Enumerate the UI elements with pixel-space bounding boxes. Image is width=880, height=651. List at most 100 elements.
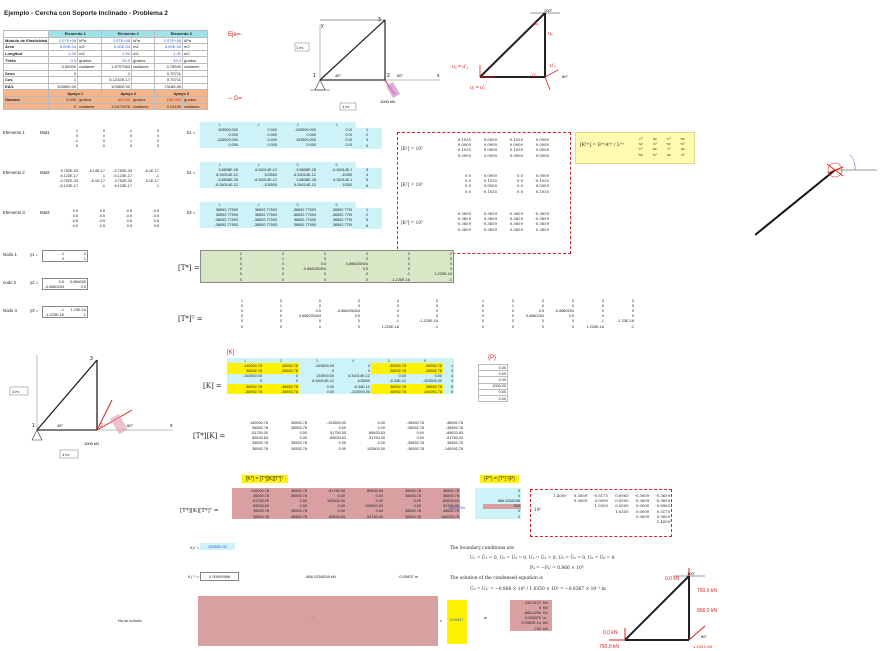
matrix-cell: 0 <box>449 256 452 261</box>
matrix-cell: 103500.00 <box>327 498 345 503</box>
matrix-cell: 0.000 <box>306 132 316 137</box>
matrix-cell: 36592.78 <box>407 383 443 390</box>
displacement-vector: -0.00837 <box>447 600 467 644</box>
svg-text:100°: 100° <box>687 571 696 576</box>
matrix-cell: 6.34014E-12 <box>255 167 277 172</box>
matrix-cell: 36592.77593 <box>332 223 355 228</box>
property-label <box>2 62 50 71</box>
matrix-cell: 0.5 <box>126 218 132 223</box>
property-value[interactable]: 1 <box>101 69 133 78</box>
matrix-cell: 0.3659 <box>457 211 471 217</box>
matrix-cell: 51750.00 <box>369 436 385 441</box>
matrix-cell: 0.00 <box>337 493 345 498</box>
property-value[interactable]: 103500.00 <box>101 82 133 91</box>
matrix-cell: -s² <box>652 151 657 157</box>
property-value[interactable]: 5.00E-04 <box>101 43 133 51</box>
matrix-cell: -3.8838E-28 <box>295 167 316 172</box>
matrix-cell: -6.34014E-12 <box>292 172 316 177</box>
property-value[interactable]: 103500.00 <box>48 82 79 91</box>
matrix-cell: 3.8838E-28 <box>218 167 238 172</box>
svg-text:1: 1 <box>32 423 35 429</box>
matrix-cell: 0 <box>365 256 368 261</box>
property-value[interactable]: 2.07E+08 <box>48 36 79 45</box>
dof-index: 1 <box>243 358 247 363</box>
matrix-cell: 0 <box>279 324 282 329</box>
property-value[interactable]: 1.00 <box>101 49 133 58</box>
property-value[interactable]: 0 <box>48 69 79 78</box>
element-name: Elemento 1 <box>3 130 25 135</box>
property-value[interactable]: 6.1232E-17 <box>101 76 133 84</box>
matrix-cell: 0 <box>601 298 604 303</box>
property-value[interactable]: 0.70711 <box>154 69 184 78</box>
property-value[interactable]: 1.5707963 <box>101 62 133 71</box>
property-value[interactable]: 2.07E+08 <box>154 36 184 45</box>
truss-diagram-lower: 1 m. 1 m. 45° 60° 1000 kN 1 3 2 x <box>9 355 173 459</box>
property-unit: grados <box>77 56 103 64</box>
matrix-cell: 0.1035 <box>483 178 497 184</box>
matrix-cell: 0.00 <box>416 436 424 441</box>
property-value[interactable]: 73185.55 <box>154 82 184 91</box>
property-value[interactable]: 1.00 <box>48 49 79 58</box>
dof-index: 2 <box>451 368 454 373</box>
property-value[interactable]: 0.70711 <box>154 76 184 84</box>
matrix-cell: 0.8963 <box>615 493 629 499</box>
svg-text:1000 kN: 1000 kN <box>84 441 99 446</box>
matrix-cell: 51750.00 <box>367 514 383 519</box>
matrix-cell: -89633.63 <box>328 436 346 441</box>
property-value[interactable]: 0.78540 <box>154 62 184 71</box>
load-cell: 0 <box>517 493 520 498</box>
matrix-cell: 1.4009 <box>656 519 670 525</box>
matrix-cell: -sc <box>679 136 685 142</box>
matrix-cell: -1.225E-16 <box>391 277 410 282</box>
gamma-degrees[interactable]: 0.000 <box>48 95 79 104</box>
svg-text:3: 3 <box>90 356 93 362</box>
TT-matrix-label: [T*]ᵀ = <box>178 315 203 323</box>
matrix-cell: 0 <box>240 303 243 308</box>
dof-index: 4 <box>451 379 454 384</box>
matrix-cell: 0 <box>102 133 105 138</box>
matrix-cell: 36592.78 <box>252 446 268 451</box>
matrix-cell: -0.3659 <box>534 211 549 217</box>
matrix-cell: 0 <box>601 303 604 308</box>
matrix-cell: 1 <box>83 256 86 261</box>
gamma-degrees[interactable]: 60.000 <box>101 95 133 104</box>
property-value[interactable]: 90.0 <box>101 56 133 64</box>
property-value[interactable]: 1.41 <box>154 49 184 58</box>
gamma-degrees[interactable]: 180.000 <box>154 95 184 104</box>
matrix-cell: 0 <box>156 144 159 149</box>
matrix-cell: 0.3659 <box>483 211 497 217</box>
property-value[interactable]: 0.00000 <box>48 62 79 71</box>
matrix-cell: s² <box>681 151 685 157</box>
T-matrix-label: [T*] = <box>178 264 200 272</box>
reaction-force-diagram: 0,0 kN 750,0 kN 866,0 kN 0,0 kN 750,0 kN… <box>599 568 717 650</box>
matrix-cell: -1.23E-16 <box>617 319 634 324</box>
matrix-cell: 0.00 <box>377 425 385 430</box>
element-k-label: k3 = <box>187 210 196 215</box>
property-value[interactable]: 5.00E-04 <box>48 43 79 51</box>
dof-index: 6 <box>451 389 454 394</box>
property-label: Seno <box>2 69 50 78</box>
property-value[interactable]: 0.0 <box>48 56 79 64</box>
matrix-cell: -103500.00 <box>314 363 334 368</box>
matrix-cell: 0.5 <box>538 308 544 313</box>
matrix-cell: 0.5 <box>354 314 360 319</box>
property-value[interactable]: 45.0 <box>154 56 184 64</box>
property-value[interactable]: 2.07E+08 <box>101 36 133 45</box>
matrix-cell: 0.0 <box>464 173 471 179</box>
solution-equation: Ū₃ = U₄' = −0.866 × 10³ / 1.0350 × 10⁵ =… <box>470 587 606 592</box>
gamma-unit: grados <box>182 95 209 104</box>
property-value[interactable]: 1 <box>48 76 79 84</box>
matrix-cell: 0.00 <box>377 441 385 446</box>
matrix-cell: 0.0000 <box>535 173 549 179</box>
dof-index: 3 <box>218 162 221 167</box>
matrix-cell: -51750.00 <box>327 488 345 493</box>
matrix-cell: -0.5 <box>71 224 78 229</box>
matrix-cell: 36592.78 <box>253 514 269 519</box>
property-value[interactable]: 5.00E-04 <box>154 43 184 51</box>
property-unit <box>182 69 209 78</box>
Kstar-label: [T*][K][T*]ᵀ = <box>180 508 219 514</box>
matrix-cell: 0 <box>357 298 360 303</box>
